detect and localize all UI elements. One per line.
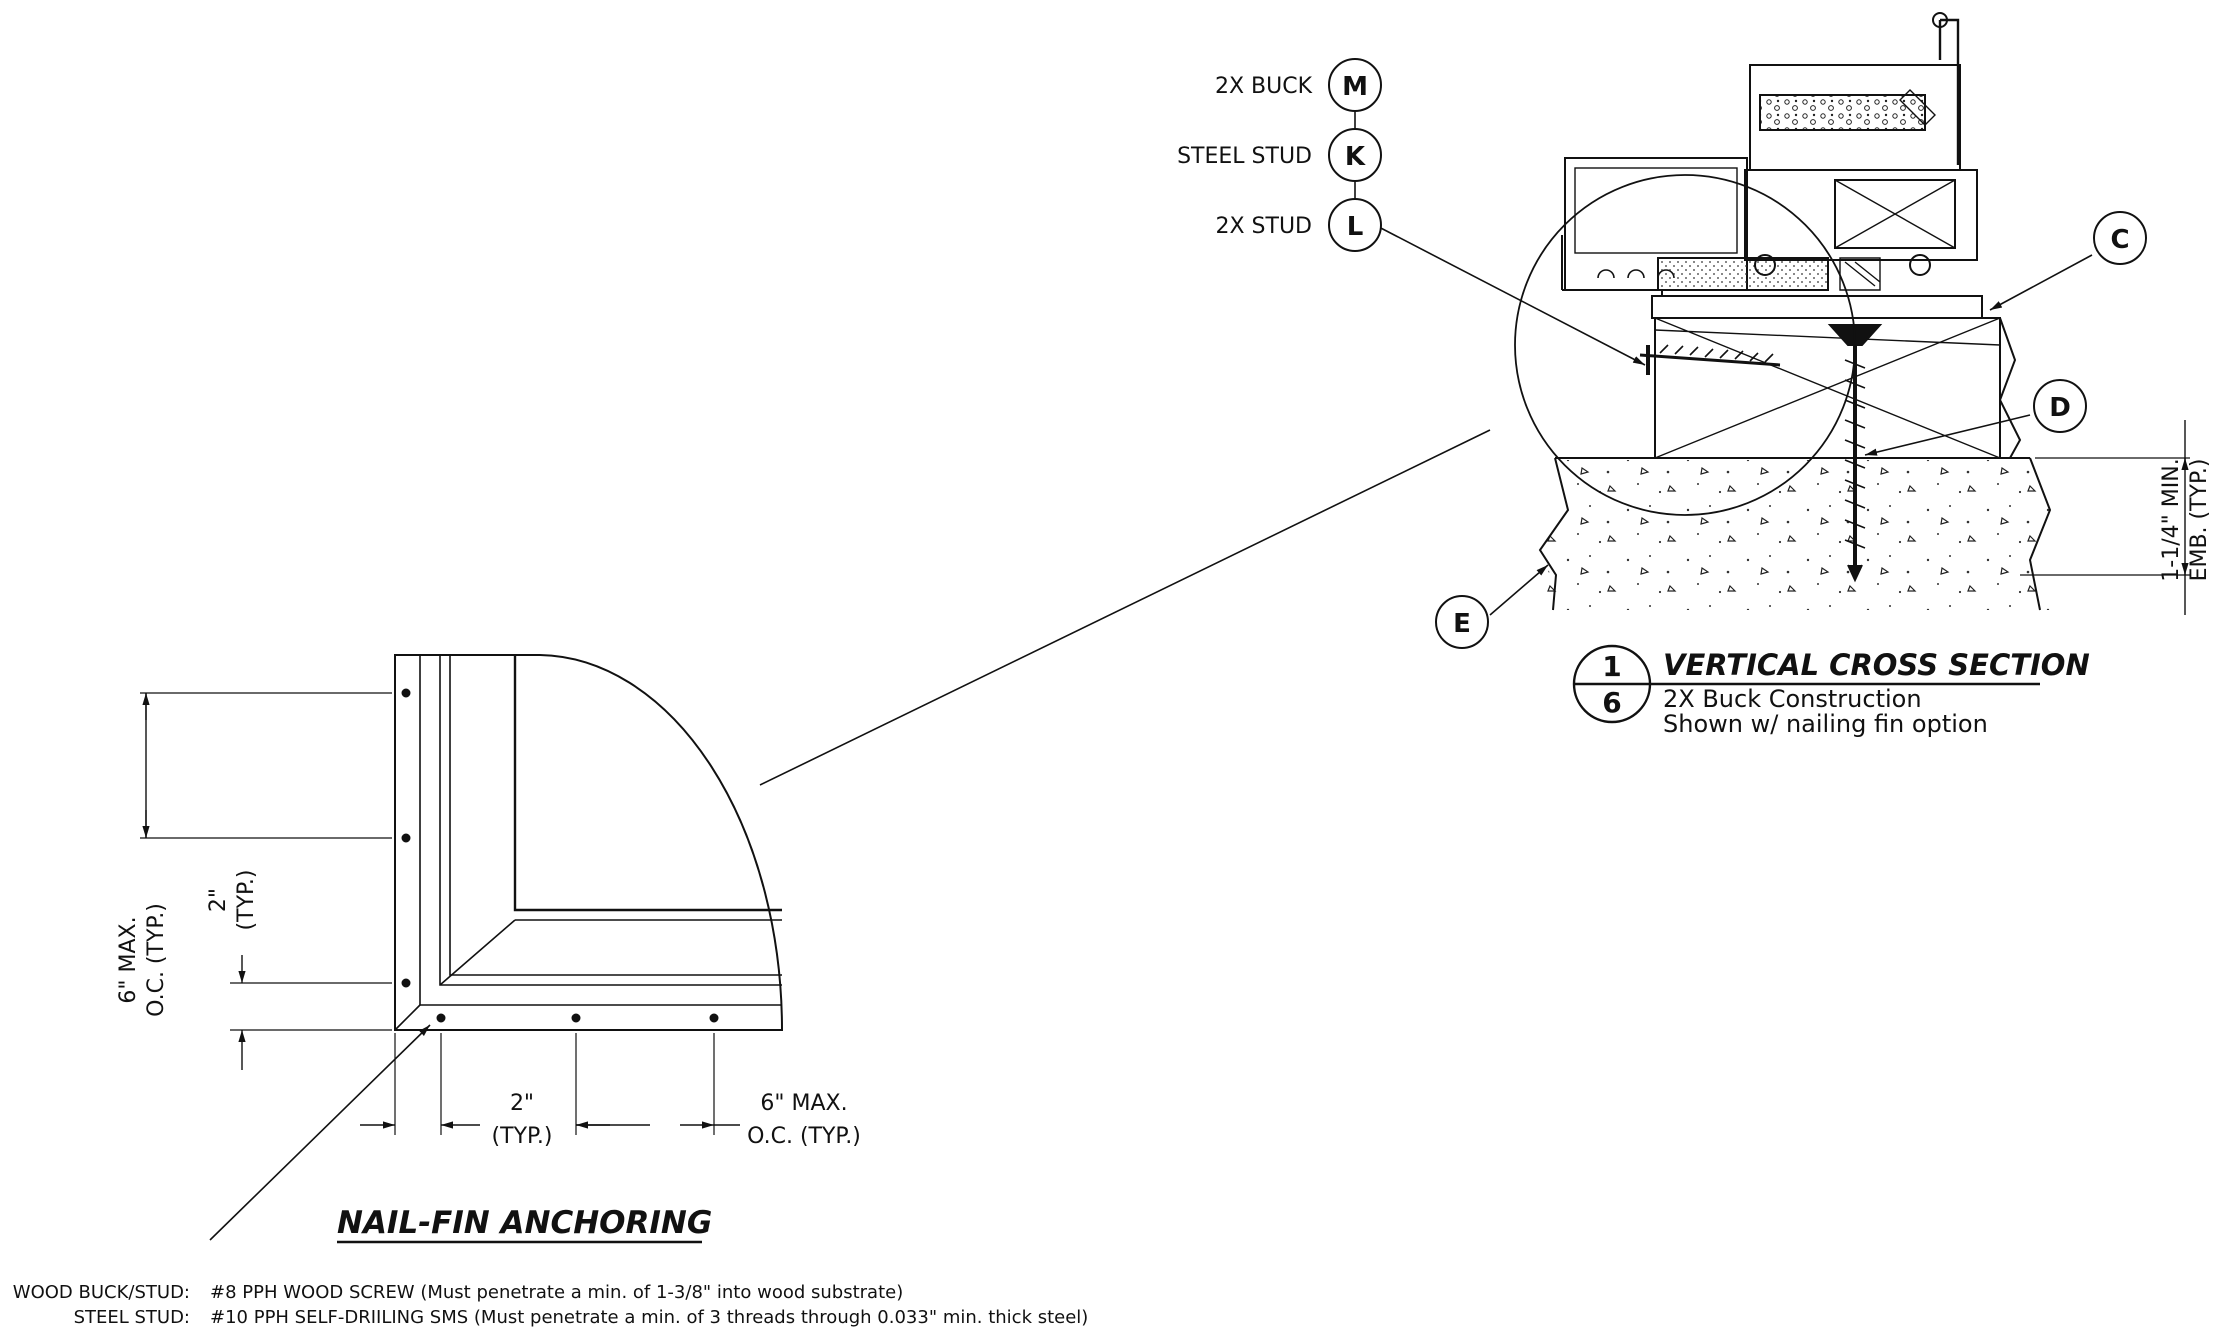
callout-k: K STEEL STUD bbox=[1177, 128, 1382, 182]
sill-gasket bbox=[1657, 257, 1829, 291]
note-wood-label: WOOD BUCK/STUD: bbox=[13, 1282, 190, 1303]
embedment-label: 1-1/4" MIN. EMB. (TYP.) bbox=[2159, 458, 2212, 581]
frame-sill bbox=[1651, 295, 1983, 319]
wood-buck-grain bbox=[1654, 317, 2001, 459]
callout-e: E bbox=[1435, 595, 1489, 649]
frame-layer-3 bbox=[449, 655, 782, 976]
callout-m-letter: M bbox=[1342, 72, 1368, 102]
callout-l-label: 2X STUD bbox=[1215, 214, 1312, 239]
callout-k-letter: K bbox=[1345, 142, 1366, 172]
concrete-break-left bbox=[1538, 457, 1570, 611]
frame-layer-6 bbox=[394, 919, 516, 1031]
callout-m: M 2X BUCK bbox=[1215, 58, 1382, 112]
callout-c: C bbox=[2093, 211, 2147, 265]
vert-edge-line2: (TYP.) bbox=[234, 870, 259, 931]
callout-d-letter: D bbox=[2049, 393, 2071, 423]
horizontal-screw bbox=[1639, 344, 1781, 375]
callout-l: L 2X STUD bbox=[1215, 198, 1382, 252]
callout-d-leader bbox=[1864, 414, 2031, 456]
upper-sash bbox=[1749, 64, 1961, 171]
frame-layer-4 bbox=[513, 655, 782, 912]
callout-l-leader bbox=[1374, 224, 1646, 366]
section-title: VERTICAL CROSS SECTION bbox=[1663, 648, 2090, 682]
fastener-hole bbox=[571, 1013, 581, 1023]
nailfin-fastener-leader bbox=[209, 1024, 431, 1241]
fastener-hole bbox=[436, 1013, 446, 1023]
frame-layer-2 bbox=[439, 655, 782, 986]
sash-frame bbox=[1744, 169, 1978, 261]
section-subtitle-1: 2X Buck Construction bbox=[1663, 685, 1922, 713]
embedment-line2: EMB. (TYP.) bbox=[2187, 459, 2212, 582]
note-wood-text: #8 PPH WOOD SCREW (Must penetrate a min.… bbox=[210, 1282, 903, 1303]
weatherstrip-1 bbox=[1754, 254, 1776, 276]
glazing-bead bbox=[1834, 179, 1956, 249]
fastener-hole bbox=[401, 833, 411, 843]
callout-m-label: 2X BUCK bbox=[1215, 74, 1313, 99]
weatherstrip-2 bbox=[1909, 254, 1931, 276]
glass-lite bbox=[1938, 18, 1960, 165]
concrete-substrate bbox=[1538, 460, 2055, 610]
nailfin-boundary bbox=[394, 654, 784, 1031]
frame-sill-flange bbox=[1561, 235, 1663, 296]
fastener-hole bbox=[401, 688, 411, 698]
concrete-break-right bbox=[2028, 457, 2052, 611]
fastener-notes: WOOD BUCK/STUD: #8 PPH WOOD SCREW (Must … bbox=[13, 1282, 1089, 1328]
frame-extrusion-inner bbox=[1574, 167, 1738, 254]
thermal-break bbox=[1839, 257, 1881, 291]
detail-number: 1 bbox=[1602, 650, 1621, 683]
frame-layer-1 bbox=[419, 655, 782, 1006]
callout-d: D bbox=[2033, 379, 2087, 433]
callout-l-letter: L bbox=[1347, 212, 1364, 242]
section-subtitle-2: Shown w/ nailing fin option bbox=[1663, 710, 1988, 738]
vert-edge-label: 2" (TYP.) bbox=[206, 870, 259, 931]
callout-e-leader bbox=[1489, 564, 1549, 616]
callout-e-letter: E bbox=[1453, 609, 1471, 639]
vert-max-label: 6" MAX. O.C. (TYP.) bbox=[116, 903, 169, 1017]
section-title-block: 1 6 VERTICAL CROSS SECTION 2X Buck Const… bbox=[1572, 644, 2090, 738]
callout-k-label: STEEL STUD bbox=[1177, 144, 1312, 169]
vert-edge-line1: 2" bbox=[206, 888, 231, 912]
horiz-max-line1: 6" MAX. bbox=[760, 1091, 847, 1116]
nailfin-title: NAIL-FIN ANCHORING bbox=[337, 1205, 712, 1241]
vert-max-line2: O.C. (TYP.) bbox=[144, 903, 169, 1017]
horiz-max-line2: O.C. (TYP.) bbox=[747, 1124, 861, 1149]
note-steel-label: STEEL STUD: bbox=[74, 1307, 190, 1328]
glazing-gasket bbox=[1899, 89, 1936, 126]
embedment-line1: 1-1/4" MIN. bbox=[2159, 458, 2184, 581]
glass-clip bbox=[1932, 12, 1948, 28]
detail-leader bbox=[759, 429, 1491, 786]
callout-c-letter: C bbox=[2110, 225, 2129, 255]
cross-section bbox=[759, 12, 2190, 786]
note-steel-text: #10 PPH SELF-DRIILING SMS (Must penetrat… bbox=[210, 1307, 1088, 1328]
buck-break bbox=[1998, 317, 2022, 459]
nailfin-detail bbox=[140, 654, 784, 1241]
horiz-edge-line2: (TYP.) bbox=[492, 1124, 553, 1149]
foam-insulation bbox=[1759, 94, 1926, 131]
fastener-hole bbox=[709, 1013, 719, 1023]
vert-max-line1: 6" MAX. bbox=[116, 916, 141, 1003]
fastener-hole bbox=[401, 978, 411, 988]
glazing-bead-cross bbox=[1834, 179, 1956, 249]
detail-circle bbox=[1514, 174, 1856, 516]
callout-c-leader bbox=[1989, 254, 2093, 311]
sheet-number: 6 bbox=[1602, 686, 1621, 719]
horiz-edge-line1: 2" bbox=[510, 1091, 534, 1116]
